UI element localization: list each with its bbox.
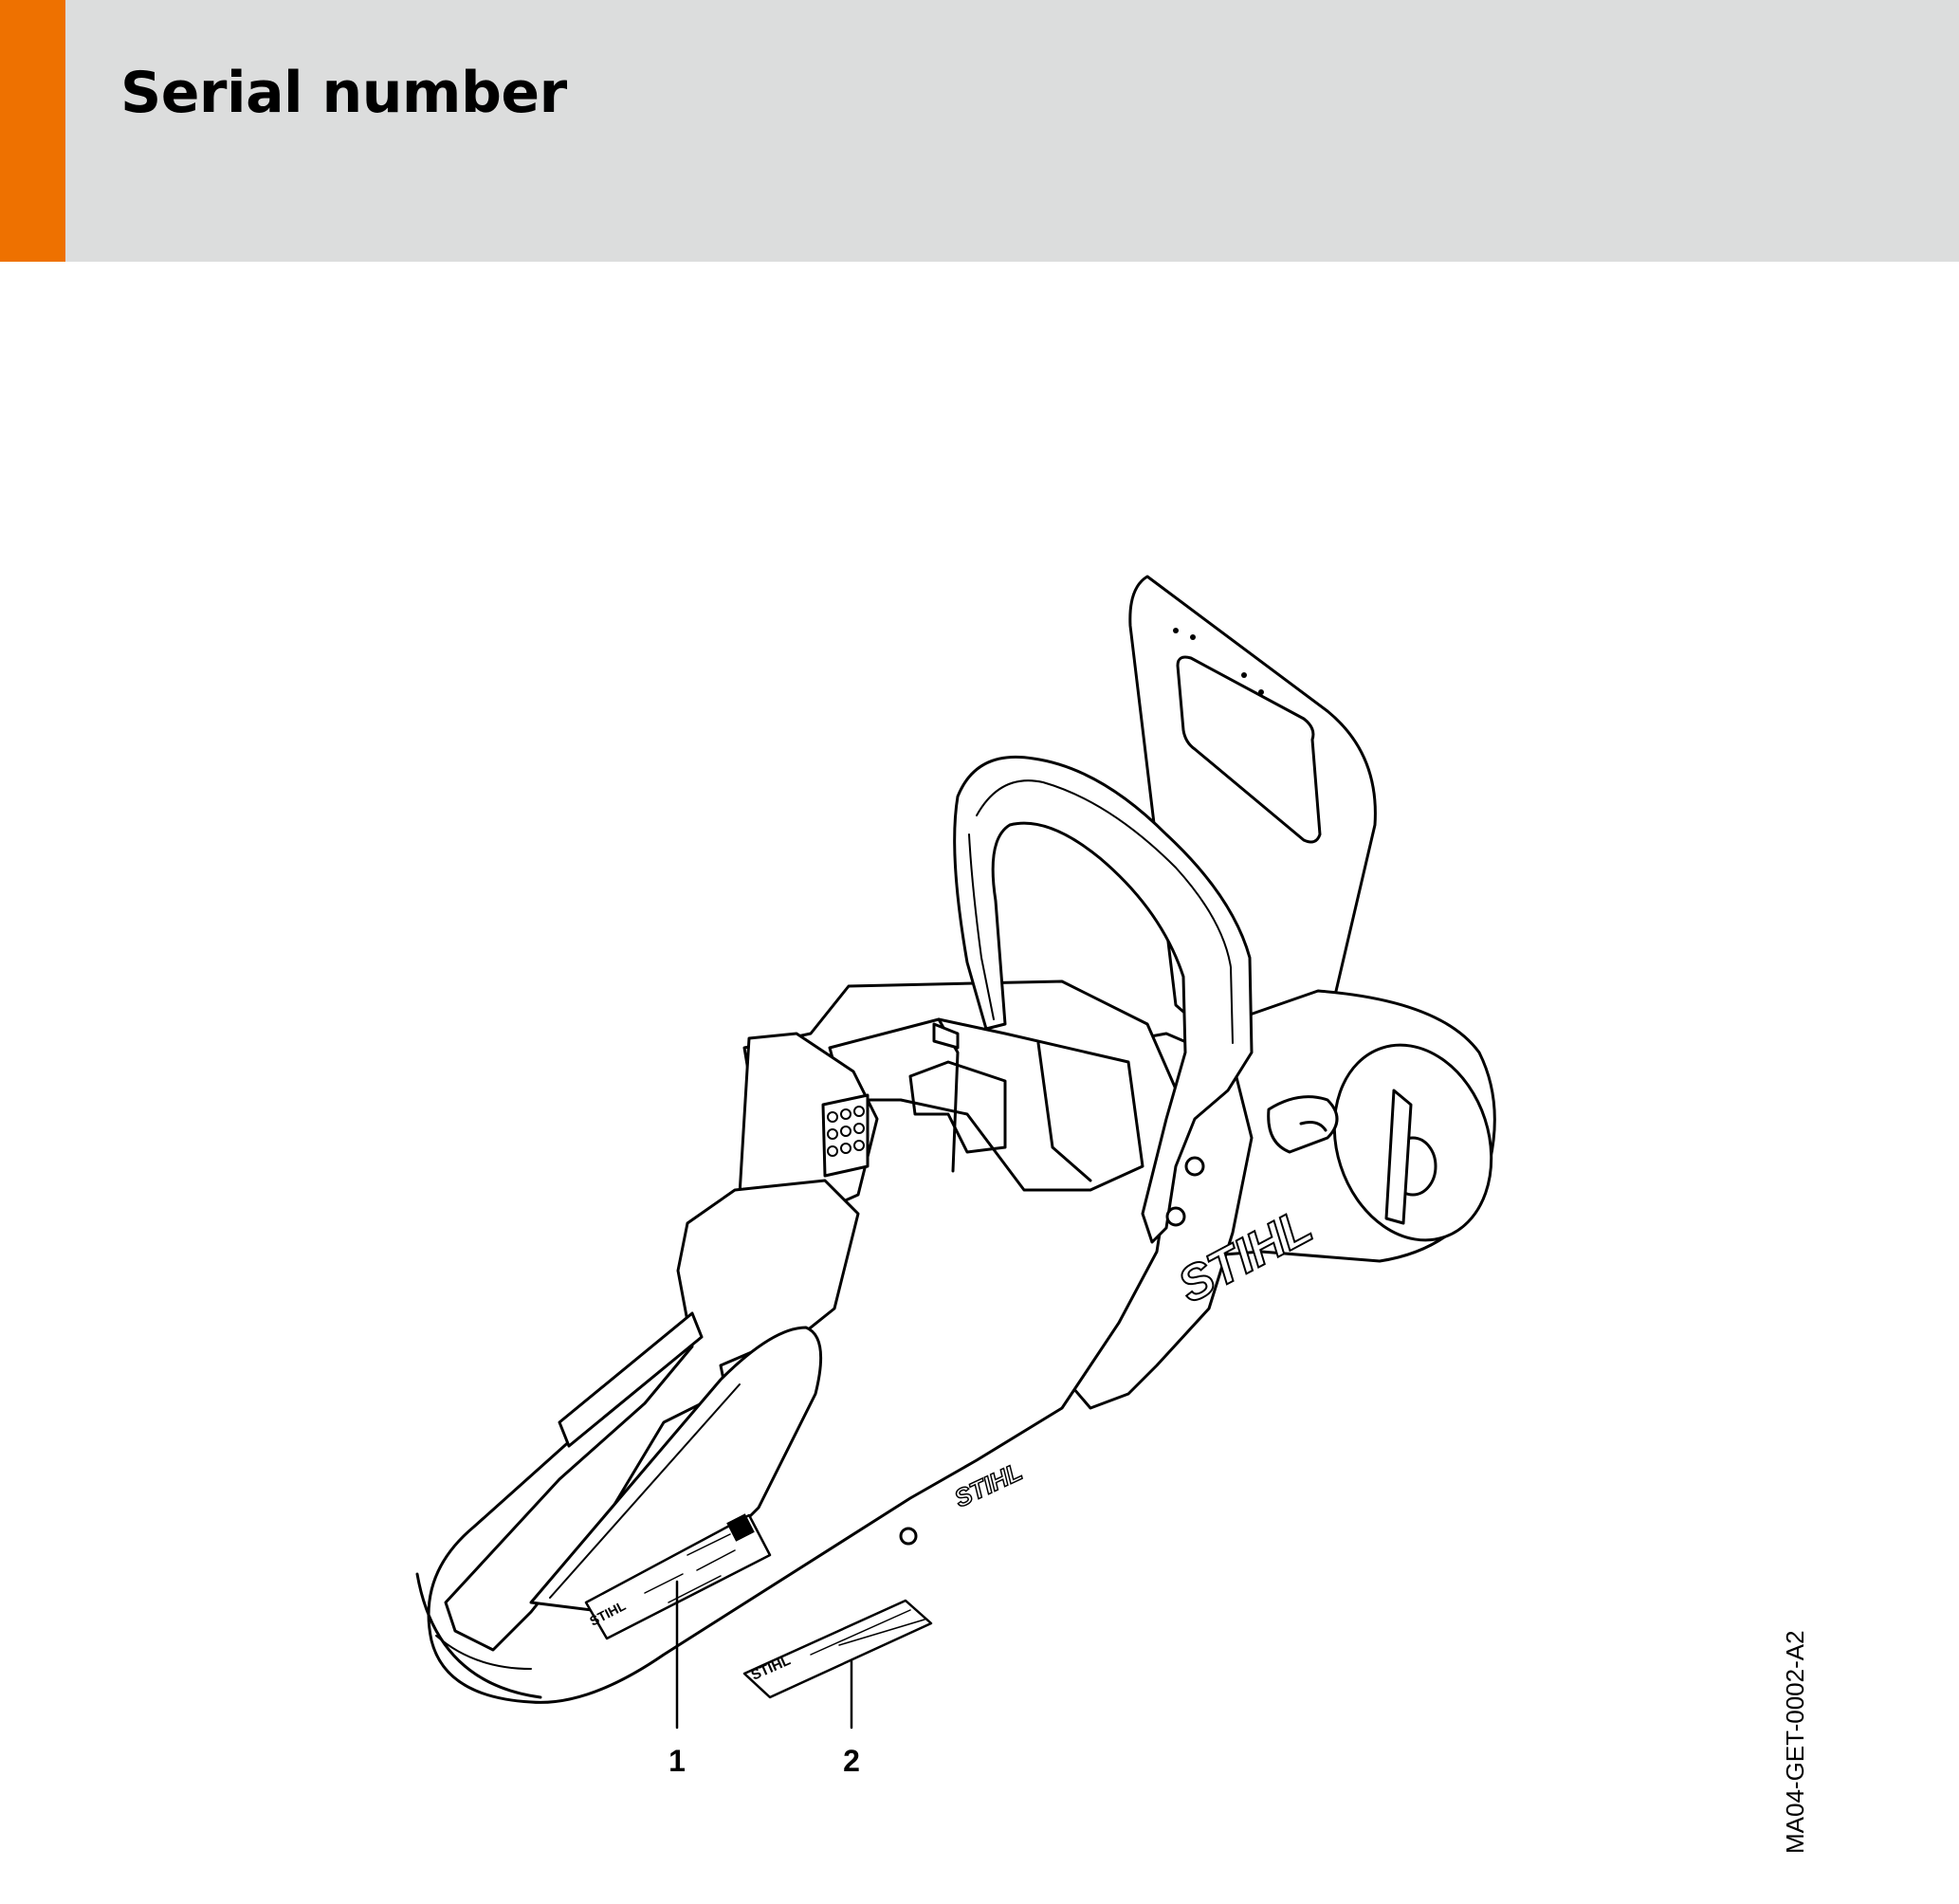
top-handle — [444, 1179, 860, 1652]
handle-bolt — [1184, 1156, 1205, 1177]
figure-code: MA04-GET-0002-A2 — [1781, 1630, 1809, 1854]
cover-tab — [1384, 1089, 1413, 1225]
page-title: Serial number — [120, 60, 567, 126]
front-handle-loop — [953, 755, 1254, 1244]
guide-bar-slot — [1176, 655, 1322, 844]
housing-screw — [899, 1527, 918, 1546]
indicator-leds — [827, 1106, 865, 1157]
handle-bolt-lower — [1165, 1206, 1186, 1227]
orange-accent-bar — [0, 0, 65, 262]
callout-1: 1 — [668, 1744, 686, 1778]
bar-markings — [1173, 628, 1264, 695]
battery-well — [828, 1017, 1144, 1192]
rating-plate-qr-code — [726, 1513, 755, 1542]
battery-latch — [932, 1022, 960, 1050]
throttle-trigger — [558, 1311, 704, 1448]
grip-cavity — [529, 1326, 823, 1614]
callout-2: 2 — [843, 1744, 860, 1778]
serial-number-sticker — [742, 1599, 933, 1699]
header-band: Serial number — [0, 0, 1959, 262]
